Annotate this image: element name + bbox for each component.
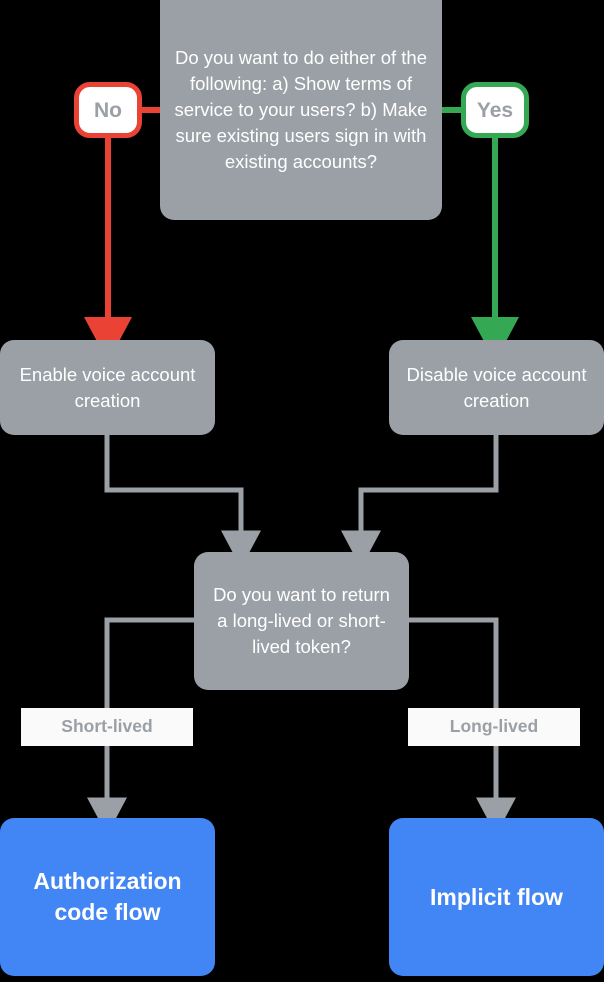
process-node-disable-label: Disable voice account creation [406, 363, 587, 411]
decision-node-token-label: Do you want to return a long-lived or sh… [213, 584, 390, 657]
process-node-disable-voice-account-creation[interactable]: Disable voice account creation [389, 340, 604, 435]
edge-disable-to-token [341, 435, 499, 568]
edge-label-long-lived-text: Long-lived [449, 716, 539, 737]
edge-label-long-lived: Long-lived [408, 708, 580, 746]
answer-node-no[interactable]: No [74, 82, 142, 138]
answer-no-label: No [94, 98, 122, 122]
terminal-node-authorization-code-flow[interactable]: Authorization code flow [0, 818, 215, 976]
decision-node-token-lifetime[interactable]: Do you want to return a long-lived or sh… [194, 552, 409, 690]
terminal-node-implicit-flow-label: Implicit flow [430, 883, 563, 910]
answer-node-yes[interactable]: Yes [461, 82, 529, 138]
answer-yes-label: Yes [476, 98, 514, 122]
terminal-node-authorization-code-flow-label: Authorization code flow [33, 868, 182, 925]
process-node-enable-label: Enable voice account creation [19, 363, 196, 411]
edge-label-short-lived: Short-lived [21, 708, 193, 746]
decision-node-terms-or-existing-accounts[interactable]: Do you want to do either of the followin… [160, 0, 442, 220]
process-node-enable-voice-account-creation[interactable]: Enable voice account creation [0, 340, 215, 435]
edge-label-short-lived-text: Short-lived [61, 716, 153, 737]
decision-node-terms-label: Do you want to do either of the followin… [174, 47, 428, 172]
edge-enable-to-token [104, 435, 261, 568]
terminal-node-implicit-flow[interactable]: Implicit flow [389, 818, 604, 976]
